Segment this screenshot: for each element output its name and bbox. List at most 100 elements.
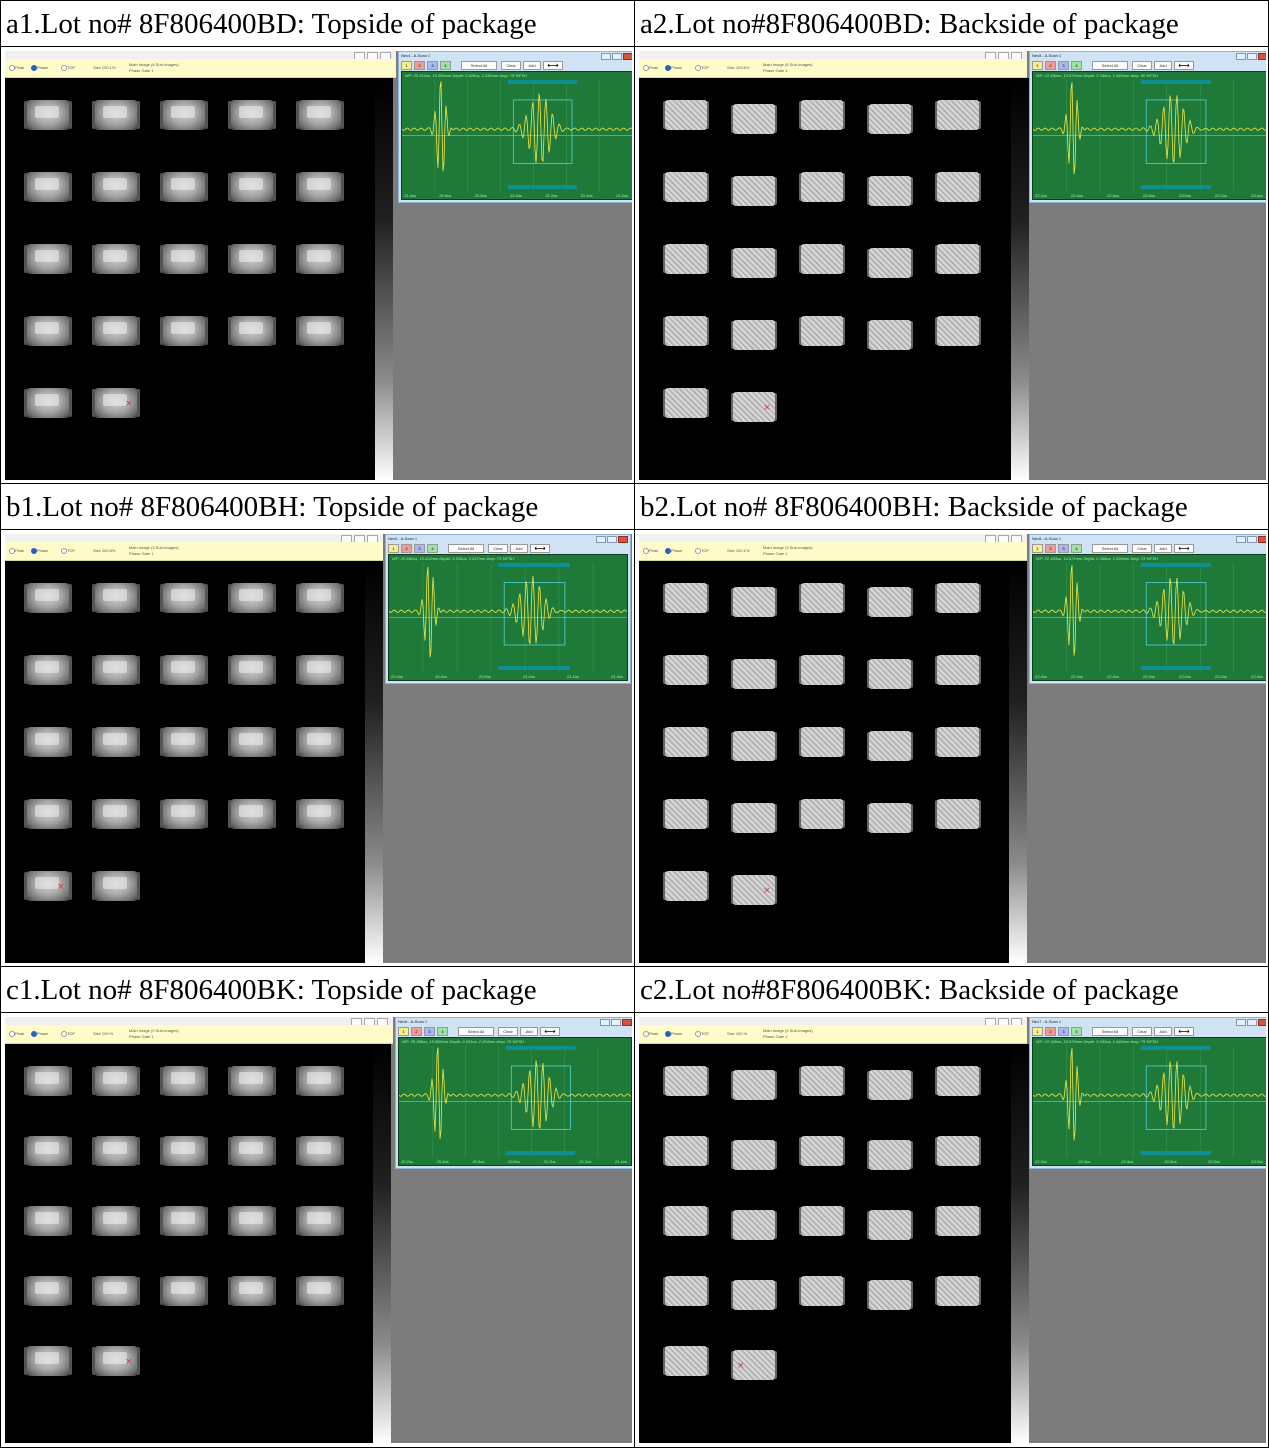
- clear-button[interactable]: Clear: [1132, 544, 1152, 553]
- gate-bottom-bar[interactable]: [507, 185, 577, 189]
- minimize-icon[interactable]: [601, 53, 611, 60]
- gate-1-button[interactable]: 1: [1032, 544, 1043, 553]
- gate-2-button[interactable]: 2: [411, 1027, 422, 1036]
- minimize-icon[interactable]: [596, 536, 606, 543]
- close-icon[interactable]: [622, 1019, 632, 1026]
- gate-box[interactable]: [1145, 99, 1207, 164]
- close-icon[interactable]: [1258, 53, 1266, 60]
- close-icon[interactable]: [623, 53, 632, 60]
- add-button[interactable]: Add: [1154, 1027, 1172, 1036]
- close-icon[interactable]: [1258, 536, 1266, 543]
- close-icon[interactable]: [1258, 1019, 1266, 1026]
- tof-radio[interactable]: [695, 1031, 701, 1037]
- gate-4-button[interactable]: 4: [427, 544, 438, 553]
- maximize-icon[interactable]: [1247, 1019, 1257, 1026]
- phase-radio[interactable]: [31, 548, 37, 554]
- gate-box[interactable]: [510, 1065, 571, 1130]
- gate-2-button[interactable]: 2: [1045, 1027, 1056, 1036]
- gate-bottom-bar[interactable]: [1140, 1151, 1211, 1155]
- phase-radio[interactable]: [31, 1031, 37, 1037]
- phase-radio[interactable]: [665, 1031, 671, 1037]
- gate-top-bar[interactable]: [1140, 1046, 1211, 1050]
- add-button[interactable]: Add: [510, 544, 528, 553]
- phase-radio[interactable]: [665, 65, 671, 71]
- maximize-icon[interactable]: [607, 536, 617, 543]
- gate-top-bar[interactable]: [498, 563, 570, 567]
- gate-bottom-bar[interactable]: [1140, 185, 1211, 189]
- minimize-icon[interactable]: [1236, 53, 1246, 60]
- tof-radio[interactable]: [695, 548, 701, 554]
- gate-3-button[interactable]: 3: [1058, 61, 1069, 70]
- gate-box[interactable]: [503, 582, 566, 646]
- gate-1-button[interactable]: 1: [388, 544, 399, 553]
- gate-1-button[interactable]: 1: [1032, 1027, 1043, 1036]
- double-arrow-icon[interactable]: ⟷: [1174, 61, 1194, 70]
- gate-1-button[interactable]: 1: [401, 61, 412, 70]
- gate-bottom-bar[interactable]: [505, 1151, 576, 1155]
- gate-bottom-bar[interactable]: [1140, 666, 1211, 670]
- tof-radio[interactable]: [61, 65, 67, 71]
- add-button[interactable]: Add: [523, 61, 541, 70]
- double-arrow-icon[interactable]: ⟷: [1174, 1027, 1194, 1036]
- select-all-button[interactable]: Select All: [1092, 61, 1128, 70]
- phase-radio[interactable]: [665, 548, 671, 554]
- tof-radio[interactable]: [61, 1031, 67, 1037]
- gate-1-button[interactable]: 1: [398, 1027, 409, 1036]
- gate-box[interactable]: [1145, 1065, 1207, 1130]
- select-all-button[interactable]: Select All: [461, 61, 497, 70]
- gate-box[interactable]: [1145, 582, 1207, 646]
- gate-4-button[interactable]: 4: [440, 61, 451, 70]
- gate-bottom-bar[interactable]: [498, 666, 570, 670]
- gate-top-bar[interactable]: [505, 1046, 576, 1050]
- add-button[interactable]: Add: [520, 1027, 538, 1036]
- double-arrow-icon[interactable]: ⟷: [530, 544, 550, 553]
- select-all-button[interactable]: Select All: [448, 544, 484, 553]
- clear-button[interactable]: Clear: [488, 544, 508, 553]
- clear-button[interactable]: Clear: [1132, 1027, 1152, 1036]
- gate-box[interactable]: [512, 99, 573, 164]
- tof-radio[interactable]: [61, 548, 67, 554]
- gate-2-button[interactable]: 2: [1045, 61, 1056, 70]
- gate-top-bar[interactable]: [507, 80, 577, 84]
- clear-button[interactable]: Clear: [1132, 61, 1152, 70]
- minimize-icon[interactable]: [1236, 1019, 1246, 1026]
- select-all-button[interactable]: Select All: [458, 1027, 494, 1036]
- gate-3-button[interactable]: 3: [1058, 1027, 1069, 1036]
- select-all-button[interactable]: Select All: [1092, 1027, 1128, 1036]
- double-arrow-icon[interactable]: ⟷: [540, 1027, 560, 1036]
- peak-radio[interactable]: [9, 548, 15, 554]
- maximize-icon[interactable]: [612, 53, 622, 60]
- clear-button[interactable]: Clear: [498, 1027, 518, 1036]
- gate-4-button[interactable]: 4: [1071, 544, 1082, 553]
- select-all-button[interactable]: Select All: [1092, 544, 1128, 553]
- gate-4-button[interactable]: 4: [437, 1027, 448, 1036]
- gate-top-bar[interactable]: [1140, 80, 1211, 84]
- gate-4-button[interactable]: 4: [1071, 1027, 1082, 1036]
- add-button[interactable]: Add: [1154, 61, 1172, 70]
- maximize-icon[interactable]: [611, 1019, 621, 1026]
- minimize-icon[interactable]: [600, 1019, 610, 1026]
- peak-radio[interactable]: [643, 65, 649, 71]
- gate-4-button[interactable]: 4: [1071, 61, 1082, 70]
- gate-top-bar[interactable]: [1140, 563, 1211, 567]
- maximize-icon[interactable]: [1247, 536, 1257, 543]
- gate-3-button[interactable]: 3: [424, 1027, 435, 1036]
- double-arrow-icon[interactable]: ⟷: [543, 61, 563, 70]
- maximize-icon[interactable]: [1247, 53, 1257, 60]
- gate-3-button[interactable]: 3: [414, 544, 425, 553]
- double-arrow-icon[interactable]: ⟷: [1174, 544, 1194, 553]
- add-button[interactable]: Add: [1154, 544, 1172, 553]
- minimize-icon[interactable]: [1236, 536, 1246, 543]
- peak-radio[interactable]: [643, 548, 649, 554]
- peak-radio[interactable]: [643, 1031, 649, 1037]
- gate-3-button[interactable]: 3: [427, 61, 438, 70]
- gate-2-button[interactable]: 2: [401, 544, 412, 553]
- gate-2-button[interactable]: 2: [1045, 544, 1056, 553]
- peak-radio[interactable]: [9, 1031, 15, 1037]
- gate-3-button[interactable]: 3: [1058, 544, 1069, 553]
- gate-1-button[interactable]: 1: [1032, 61, 1043, 70]
- close-icon[interactable]: [618, 536, 628, 543]
- gate-2-button[interactable]: 2: [414, 61, 425, 70]
- tof-radio[interactable]: [695, 65, 701, 71]
- peak-radio[interactable]: [9, 65, 15, 71]
